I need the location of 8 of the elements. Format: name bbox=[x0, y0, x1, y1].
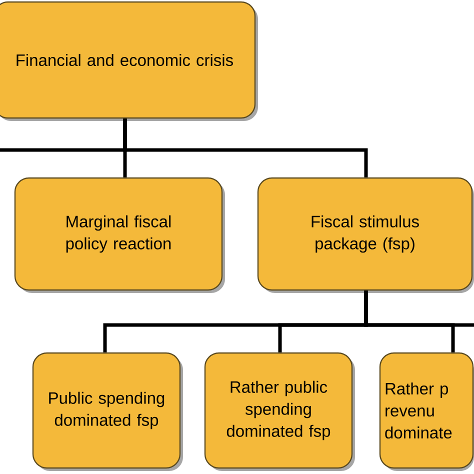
connector-line bbox=[364, 290, 474, 327]
process-box: Fiscal stimulus package (fsp) bbox=[257, 177, 473, 291]
process-box: Financial and economic crisis bbox=[0, 1, 256, 119]
process-box: Rather p revenu dominate bbox=[379, 352, 474, 469]
connector-line bbox=[123, 118, 368, 178]
process-box: Public spending dominated fsp bbox=[32, 352, 181, 469]
process-box: Marginal fiscal policy reaction bbox=[14, 177, 223, 291]
process-box: Rather public spending dominated fsp bbox=[204, 352, 353, 469]
